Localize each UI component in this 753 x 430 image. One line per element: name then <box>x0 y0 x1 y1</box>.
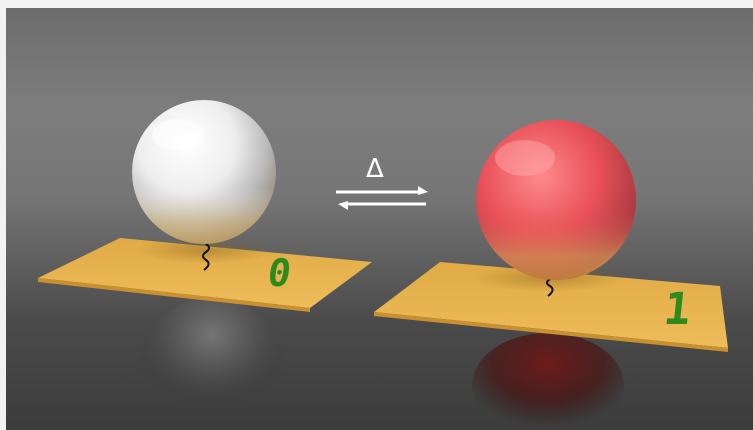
red-sphere-reflection <box>472 333 624 430</box>
white-sphere-reflection <box>142 298 282 422</box>
state-label-one: 1 <box>661 284 694 335</box>
equilibrium-arrows-icon <box>336 186 428 210</box>
left-border <box>0 0 6 430</box>
right-platform-edge <box>374 312 728 352</box>
right-platform <box>374 262 728 348</box>
left-platform <box>38 238 372 308</box>
left-sphere-shadow <box>135 236 275 264</box>
top-border <box>0 0 753 8</box>
delta-symbol: Δ <box>366 154 384 184</box>
left-platform-edge <box>38 278 310 312</box>
left-spring-icon <box>202 243 210 271</box>
